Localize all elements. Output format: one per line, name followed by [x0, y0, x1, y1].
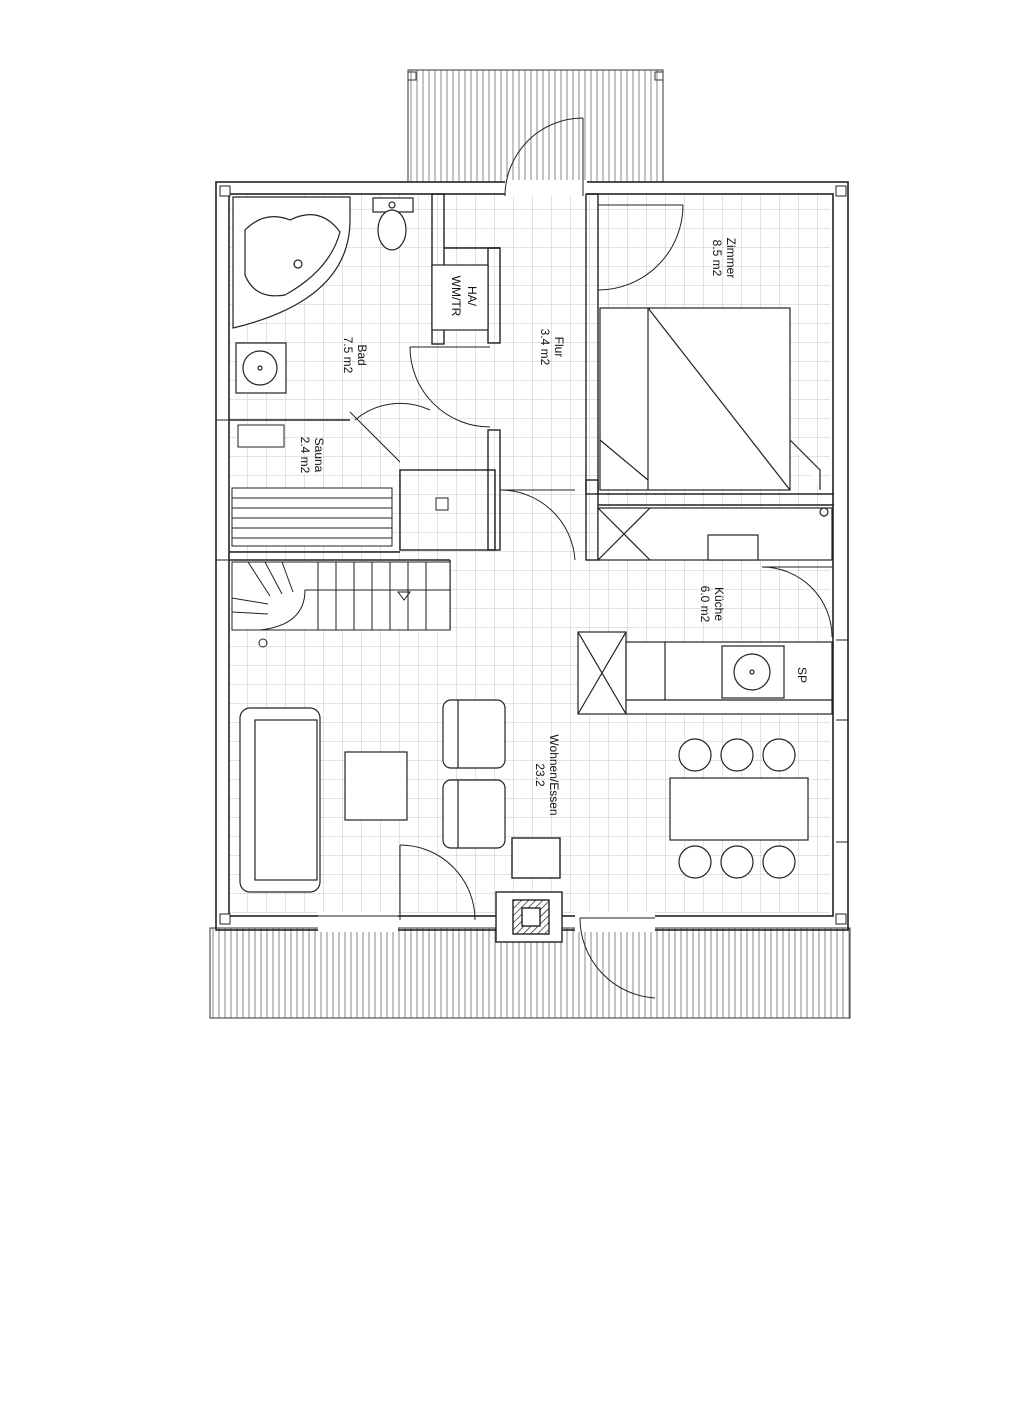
bottom-terrace — [209, 927, 851, 1019]
top-terrace — [407, 69, 664, 183]
room-area: 7.5 m2 — [341, 337, 355, 374]
bed — [599, 307, 821, 491]
sauna-benches — [231, 424, 393, 547]
fixture-label-sp: SP — [795, 667, 809, 683]
room-name: Sauna — [312, 438, 326, 473]
label-sp: SP — [795, 667, 809, 683]
room-label-wohnen: Wohnen/Essen 23.2 — [533, 734, 561, 815]
fixture-label-ha: HA/ — [465, 286, 479, 307]
sofa — [239, 707, 321, 893]
room-name: Wohnen/Essen — [547, 734, 561, 815]
sink — [235, 342, 287, 394]
washer-dryer-box — [431, 264, 489, 331]
room-label-kueche: Küche 6.0 m2 — [698, 586, 726, 623]
toilet — [372, 197, 414, 251]
armchairs — [442, 699, 506, 849]
room-area: 3.4 m2 — [538, 329, 552, 366]
room-area: 23.2 — [533, 763, 547, 787]
room-label-zimmer: Zimmer 8.5 m2 — [710, 238, 738, 279]
room-area: 6.0 m2 — [698, 586, 712, 623]
room-name: Flur — [552, 337, 566, 358]
room-label-sauna: Sauna 2.4 m2 — [298, 437, 326, 474]
room-area: 8.5 m2 — [710, 240, 724, 277]
kitchen-counter — [577, 507, 833, 715]
fixture-label-wmtr: WM/TR — [449, 276, 463, 317]
room-name: Zimmer — [724, 238, 738, 279]
coffee-table — [344, 751, 408, 821]
room-label-bad: Bad 7.5 m2 — [341, 337, 369, 374]
bathtub — [232, 196, 351, 329]
room-area: 2.4 m2 — [298, 437, 312, 474]
label-wmtr-ha: WM/TR HA/ — [449, 276, 479, 317]
room-name: Bad — [355, 344, 369, 365]
dining-table — [669, 738, 809, 879]
room-name: Küche — [712, 587, 726, 621]
shower — [435, 497, 449, 511]
room-label-flur: Flur 3.4 m2 — [538, 329, 566, 366]
doors — [349, 117, 833, 999]
stove — [495, 837, 563, 943]
staircase — [231, 561, 451, 648]
